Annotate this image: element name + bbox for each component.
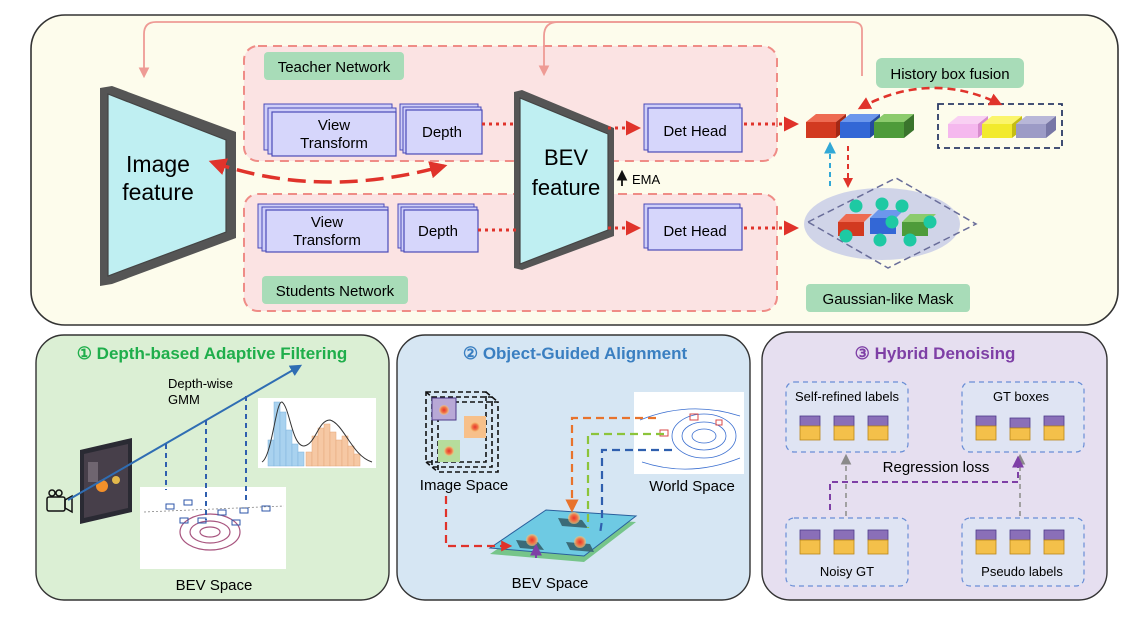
image-depth-arc xyxy=(208,158,448,184)
gaussian-mask-label: Gaussian-like Mask xyxy=(823,291,954,308)
teacher-boxes xyxy=(806,114,914,138)
teacher-depth: Depth xyxy=(399,103,483,155)
teacher-view-transform: View Transform xyxy=(263,103,397,157)
teacher-network-label: Teacher Network xyxy=(278,59,391,76)
image-to-bev-arrow xyxy=(444,496,513,552)
noisy-gt-label: Noisy GT xyxy=(820,564,874,579)
image-feature-text-1: Image xyxy=(126,151,190,177)
pseudo-label-icons xyxy=(975,529,1065,555)
object-align-title: ② Object-Guided Alignment xyxy=(463,344,688,363)
teacher-view-transform-text-2: Transform xyxy=(300,135,368,152)
depth-ray xyxy=(67,364,303,501)
teacher-det-head-text: Det Head xyxy=(663,123,726,140)
world-blue-arrow xyxy=(598,448,672,535)
teacher-view-transform-text-1: View xyxy=(318,117,350,134)
history-box-fusion-label: History box fusion xyxy=(890,66,1009,83)
self-refined-icons xyxy=(799,415,889,441)
gmm-histogram xyxy=(258,398,376,468)
student-det-head: Det Head xyxy=(643,203,743,251)
gmm-label-1: Depth-wise xyxy=(168,376,233,391)
bev-plane xyxy=(488,509,638,562)
ema-label: EMA xyxy=(632,172,661,187)
gt-boxes-label: GT boxes xyxy=(993,389,1050,404)
top-arrows xyxy=(478,116,799,236)
bev-feature-text-1: BEV xyxy=(544,145,588,170)
bev-point-cloud xyxy=(140,487,286,569)
student-view-transform-text-2: Transform xyxy=(293,232,361,249)
object-align-bev-label: BEV Space xyxy=(512,575,589,592)
image-space-patches xyxy=(431,397,486,462)
gaussian-mask xyxy=(804,177,978,269)
street-image xyxy=(80,438,132,524)
gaussian-mask-label-bg xyxy=(806,284,970,312)
world-space-cloud xyxy=(634,392,744,474)
student-view-transform: View Transform xyxy=(257,203,389,253)
history-box-fusion-bg xyxy=(876,58,1024,88)
history-fusion-arc xyxy=(857,86,1003,110)
noisy-gt-icons xyxy=(799,529,889,555)
students-network-label: Students Network xyxy=(276,283,395,300)
bev-feature-text-2: feature xyxy=(532,175,601,200)
student-depth-text: Depth xyxy=(418,223,458,240)
history-feedback-arrow xyxy=(538,21,863,77)
pseudo-labels-label: Pseudo labels xyxy=(981,564,1063,579)
teacher-network-label-bg xyxy=(264,52,404,80)
teacher-depth-text: Depth xyxy=(422,124,462,141)
students-network-label-bg xyxy=(262,276,408,304)
depth-drop-lines xyxy=(165,396,247,520)
gmm-label-2: GMM xyxy=(168,392,200,407)
student-depth: Depth xyxy=(397,203,479,253)
image-space-label: Image Space xyxy=(420,477,508,494)
student-view-transform-text-1: View xyxy=(311,214,343,231)
regression-loss-arrow xyxy=(829,455,1024,510)
world-space-label: World Space xyxy=(649,478,735,495)
image-feature-block: Image feature xyxy=(100,86,236,286)
regression-loss-label: Regression loss xyxy=(883,459,990,476)
teacher-det-head: Det Head xyxy=(643,103,743,153)
gt-box-icons xyxy=(975,415,1065,441)
depth-filter-title: ① Depth-based Adaptive Filtering xyxy=(77,344,348,363)
student-det-head-text: Det Head xyxy=(663,223,726,240)
bev-feature-block: BEV feature xyxy=(514,90,614,270)
depth-filter-bev-label: BEV Space xyxy=(176,577,253,594)
hybrid-title: ③ Hybrid Denoising xyxy=(855,344,1016,363)
world-orange-arrow xyxy=(565,416,656,513)
self-refined-label: Self-refined labels xyxy=(795,389,900,404)
camera-icon xyxy=(46,489,73,514)
image-feature-text-2: feature xyxy=(122,179,194,205)
history-boxes xyxy=(948,116,1056,138)
image-feedback-arrow xyxy=(138,21,700,79)
